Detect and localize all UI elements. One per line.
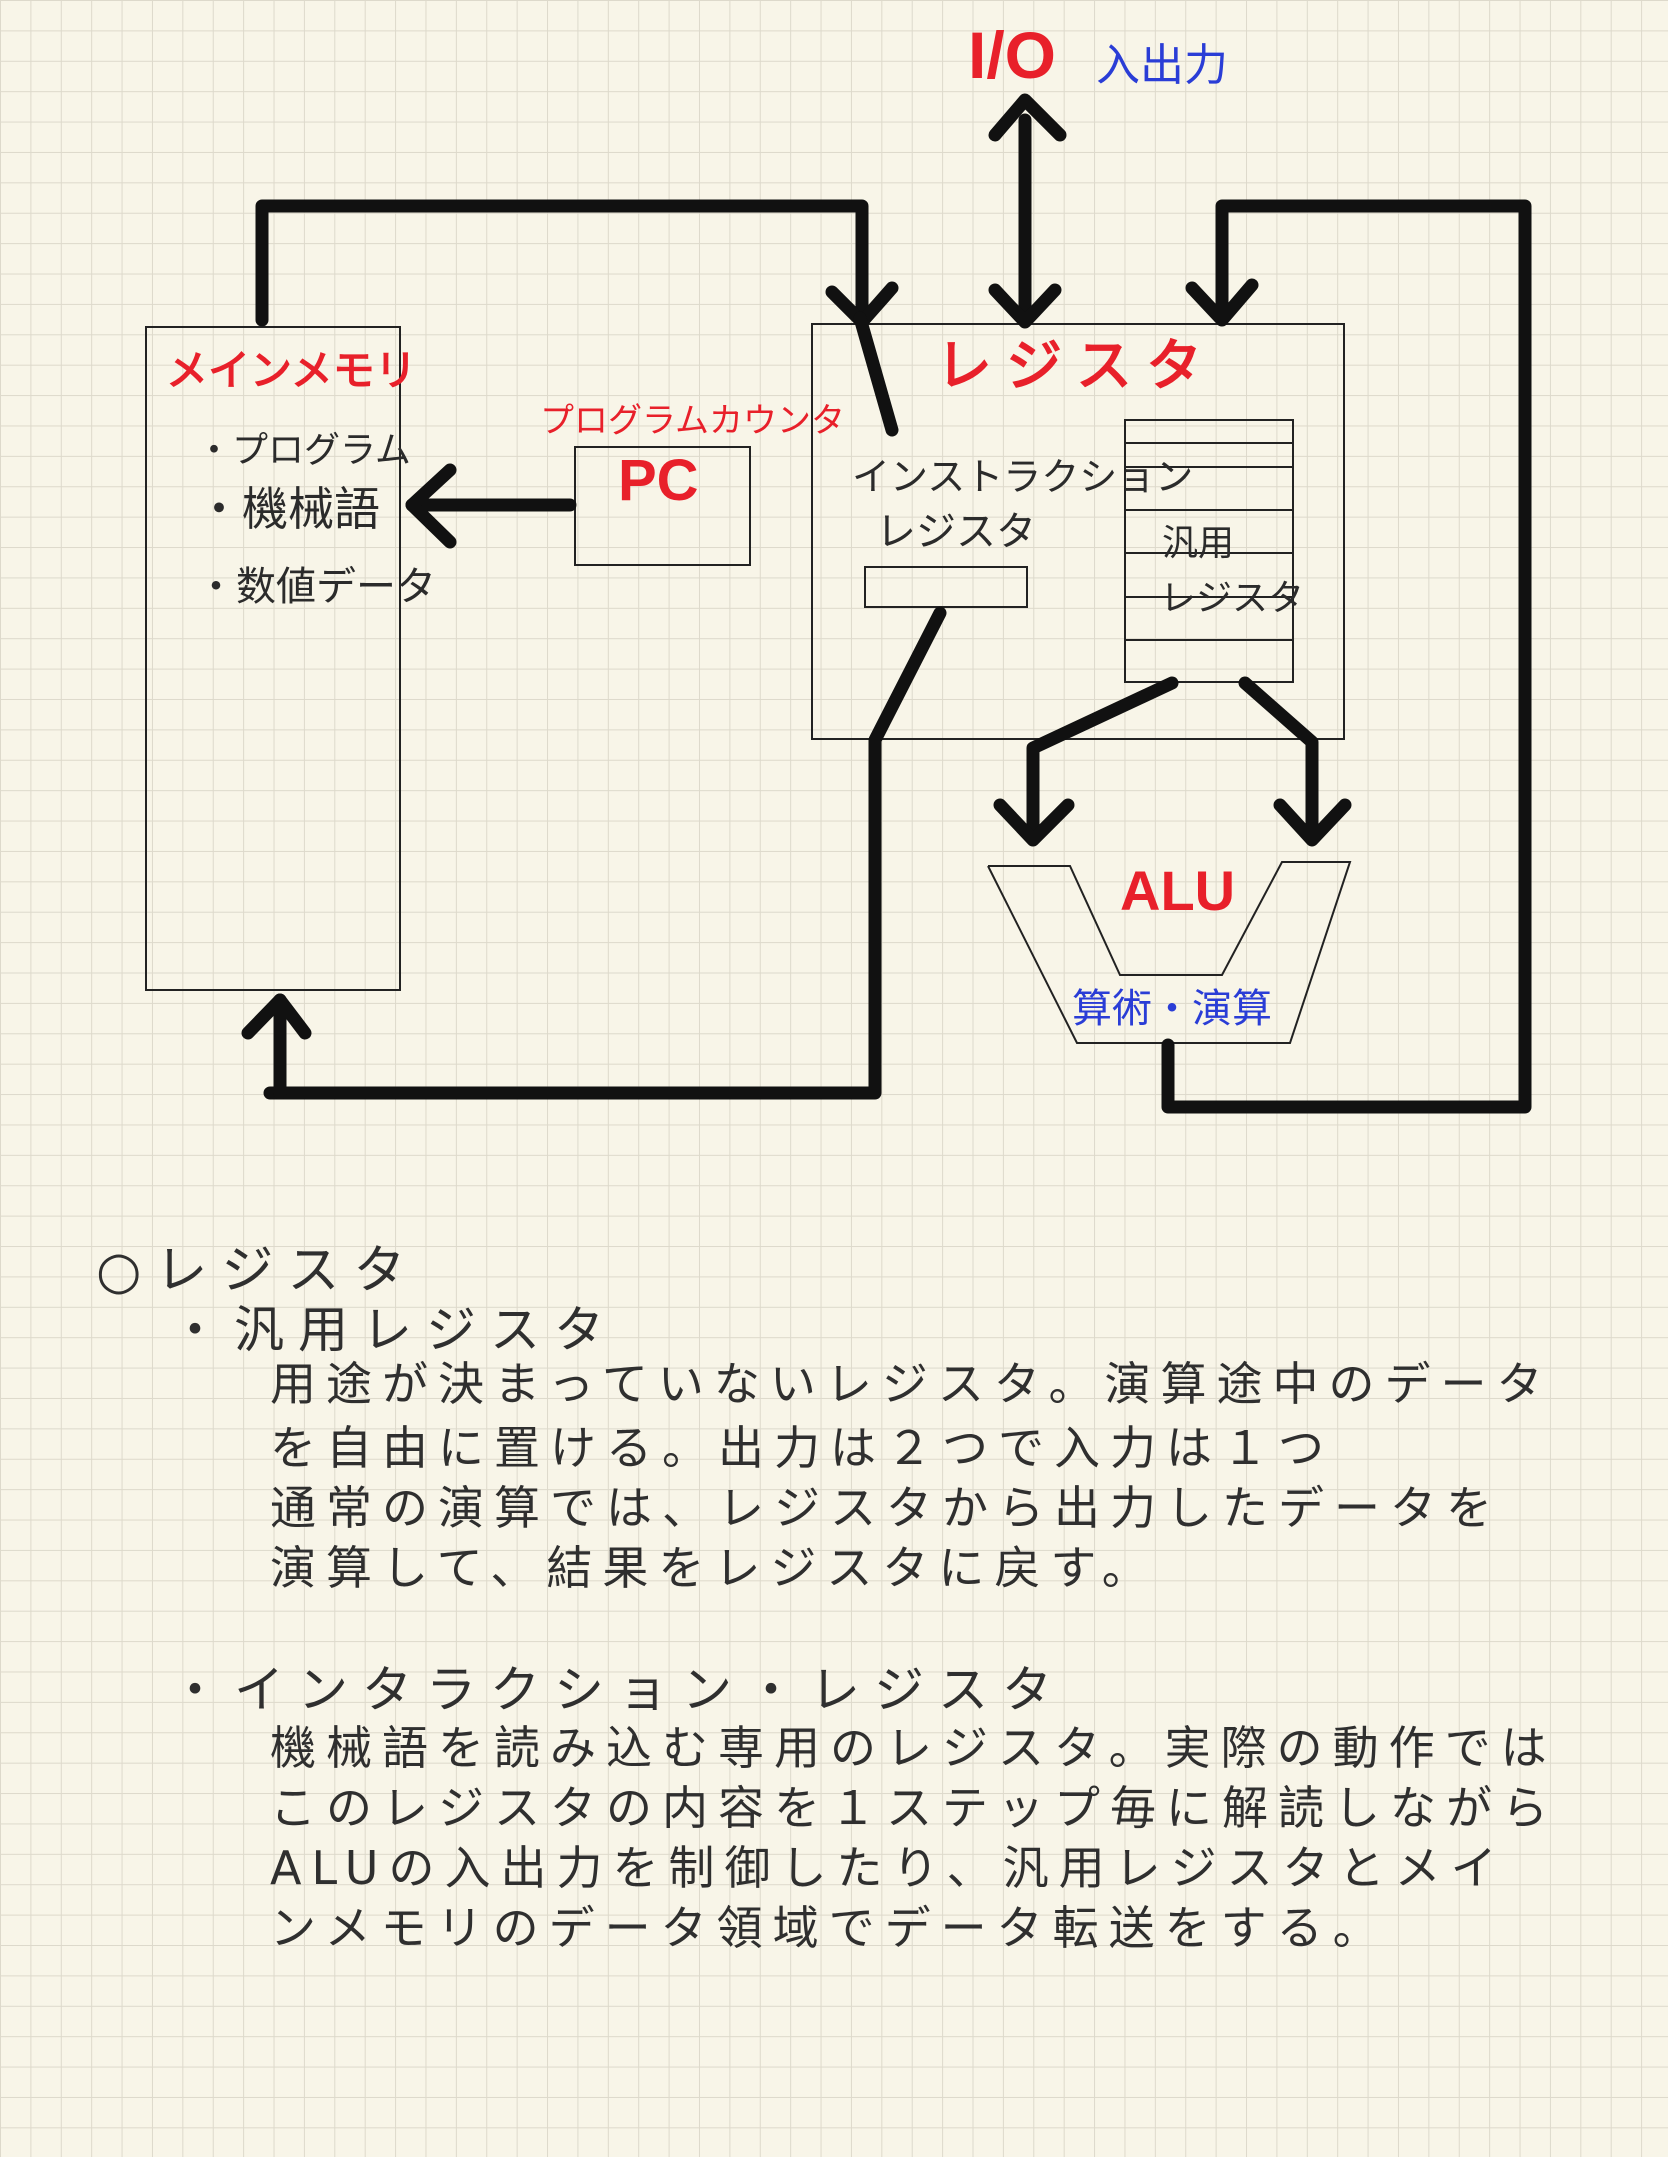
main-memory-box	[145, 326, 401, 991]
general-register-line-2: を自由に置ける。出力は２つで入力は１つ	[270, 1421, 1334, 1475]
instruction-register-label-2: レジスタ	[876, 509, 1036, 555]
notes-heading: ○レジスタ	[96, 1241, 420, 1301]
instruction-register-slot	[864, 566, 1028, 608]
pc-caption: プログラムカウンタ	[540, 401, 845, 441]
general-register-line-1: 用途が決まっていないレジスタ。演算途中のデータ	[270, 1357, 1553, 1411]
general-register-to-alu-left	[1026, 676, 1179, 837]
bus-to-instruction-register	[853, 311, 899, 437]
io-arrowhead-down	[988, 283, 1062, 329]
general-register-label-2: レジスタ	[1160, 578, 1304, 619]
io-label: I/O	[968, 18, 1056, 92]
alu-input-left-arrowhead	[993, 798, 1075, 847]
instruction-register-label-1: インストラクション	[852, 455, 1193, 499]
general-register-to-alu-right	[1238, 676, 1319, 837]
pc-label: PC	[618, 448, 699, 513]
main-memory-item-machine-code: ・機械語	[196, 482, 380, 536]
io-sub-label: 入出力	[1096, 40, 1228, 91]
main-memory-item-program: ・プログラム	[196, 430, 411, 471]
alu-loop-arrowhead	[1185, 278, 1259, 327]
alu-shape	[987, 861, 1352, 1044]
architecture-diagram: I/O 入出力 メインメモリ ・プログラム ・機械語 ・数値データ プログラムカ…	[145, 18, 1532, 1114]
alu-to-register-loop	[1161, 199, 1532, 1114]
general-register-line-4: 演算して、結果をレジスタに戻す。	[270, 1541, 1158, 1595]
io-arrowhead-up	[988, 93, 1067, 142]
instruction-register-line-1: 機械語を読み込む専用のレジスタ。実際の動作では	[270, 1721, 1557, 1775]
register-box	[811, 323, 1345, 740]
main-memory-title: メインメモリ	[166, 346, 417, 395]
main-memory-item-numeric-data: ・数値データ	[196, 564, 436, 610]
general-register-stack	[1124, 419, 1294, 683]
instruction-register-line-4: ンメモリのデータ領域でデータ転送をする。	[270, 1901, 1389, 1955]
general-register-label-1: 汎用	[1162, 523, 1234, 564]
register-title: レジスタ	[936, 334, 1216, 399]
alu-input-right-arrowhead	[1273, 798, 1352, 847]
memory-to-register-bus	[255, 199, 869, 327]
instruction-register-to-memory-bus	[263, 606, 947, 1100]
instruction-register-line-3: ALUの入出力を制御したり、汎用レジスタとメイ	[270, 1841, 1507, 1895]
instruction-register-line-2: このレジスタの内容を１ステップ毎に解読しながら	[270, 1781, 1558, 1835]
alu-label: ALU	[1120, 859, 1235, 922]
instruction-register-title: ・インタラクション・レジスタ	[170, 1661, 1066, 1719]
general-register-line-3: 通常の演算では、レジスタから出力したデータを	[270, 1481, 1502, 1535]
general-register-title: ・汎用レジスタ	[170, 1301, 618, 1359]
alu-sub-label: 算術・演算	[1072, 986, 1272, 1032]
pc-to-memory-arrowhead	[405, 463, 457, 549]
